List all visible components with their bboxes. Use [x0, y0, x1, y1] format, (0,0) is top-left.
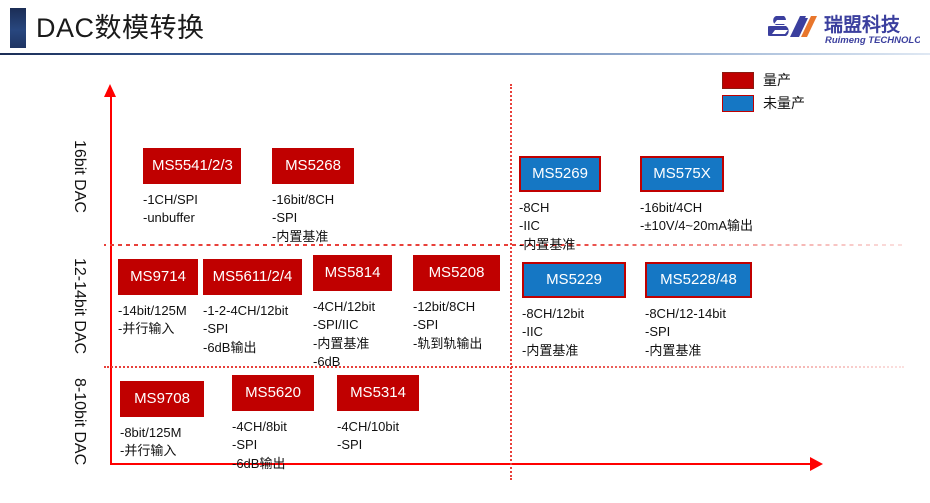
product-specs: -16bit/4CH -±10V/4~20mA输出	[640, 199, 753, 235]
logo-graphic: 瑞盟科技 Ruimeng TECHNOLOGY	[768, 13, 920, 46]
spec-line: -8CH	[519, 200, 550, 215]
product-specs: -8bit/125M -并行输入	[120, 424, 204, 460]
product-chip[interactable]: MS5611/2/4	[203, 259, 302, 295]
product-card-ms5229[interactable]: MS5229 -8CH/12bit -IIC -内置基准	[522, 262, 626, 360]
company-logo: 瑞盟科技 Ruimeng TECHNOLOGY	[768, 7, 920, 47]
spec-line: -4CH/12bit	[313, 299, 376, 314]
spec-line: -SPI/IIC	[313, 317, 359, 333]
product-specs: -14bit/125M -并行输入	[118, 302, 198, 338]
spec-line: -8bit/125M	[120, 425, 182, 440]
product-card-ms5541[interactable]: MS5541/2/3 -1CH/SPI -unbuffer	[143, 148, 241, 228]
product-card-ms5814[interactable]: MS5814 -4CH/12bit -SPI/IIC -内置基准 -6dB	[313, 255, 392, 371]
product-card-ms5611[interactable]: MS5611/2/4 -1-2-4CH/12bit -SPI -6dB输出	[203, 259, 302, 357]
product-chip[interactable]: MS5268	[272, 148, 354, 184]
product-chip[interactable]: MS9714	[118, 259, 198, 295]
spec-line: -12bit/8CH	[413, 299, 476, 314]
svg-text:Ruimeng TECHNOLOGY: Ruimeng TECHNOLOGY	[825, 35, 920, 46]
spec-line: -6dB	[313, 353, 341, 369]
legend: 量产 未量产	[722, 70, 842, 116]
spec-line: -8CH/12bit	[522, 306, 585, 321]
spec-line: -14bit/125M	[118, 303, 187, 318]
legend-swatch-blue	[722, 94, 754, 112]
spec-line: -1CH/SPI	[143, 192, 198, 207]
product-specs: -8CH/12bit -IIC -内置基准	[522, 305, 626, 359]
spec-line: -轨到轨输出	[413, 335, 483, 351]
product-card-ms5269[interactable]: MS5269 -8CH -IIC -内置基准	[519, 156, 601, 254]
svg-text:瑞盟科技: 瑞盟科技	[824, 13, 901, 36]
legend-label-mass-production: 量产	[763, 72, 791, 88]
product-specs: -1-2-4CH/12bit -SPI -6dB输出	[203, 302, 302, 356]
product-card-ms9708[interactable]: MS9708 -8bit/125M -并行输入	[120, 381, 204, 461]
spec-line: -内置基准	[522, 342, 579, 358]
spec-line: -4CH/10bit	[337, 419, 400, 434]
row-divider-2	[104, 366, 904, 368]
legend-item-not-mass-production: 未量产	[722, 93, 842, 113]
column-divider	[510, 84, 512, 480]
y-axis-line	[110, 95, 112, 465]
y-axis-arrow-icon	[104, 84, 116, 97]
product-chip[interactable]: MS5541/2/3	[143, 148, 241, 184]
spec-line: -1-2-4CH/12bit	[203, 303, 289, 318]
spec-line: -8CH/12-14bit	[645, 306, 726, 321]
row-label-8-10bit: 8-10bit DAC	[71, 378, 88, 466]
spec-line: -IIC	[522, 324, 543, 340]
product-card-ms5228[interactable]: MS5228/48 -8CH/12-14bit -SPI -内置基准	[645, 262, 752, 360]
product-chip[interactable]: MS5814	[313, 255, 392, 291]
spec-line: -unbuffer	[143, 210, 195, 226]
product-chip[interactable]: MS575X	[640, 156, 724, 192]
spec-line: -6dB输出	[232, 455, 286, 471]
product-card-ms5620[interactable]: MS5620 -4CH/8bit -SPI -6dB输出	[232, 375, 314, 473]
product-card-ms575x[interactable]: MS575X -16bit/4CH -±10V/4~20mA输出	[640, 156, 753, 236]
spec-line: -内置基准	[519, 236, 576, 252]
product-card-ms5208[interactable]: MS5208 -12bit/8CH -SPI -轨到轨输出	[413, 255, 500, 353]
spec-line: -内置基准	[313, 335, 370, 351]
product-specs: -12bit/8CH -SPI -轨到轨输出	[413, 298, 500, 352]
header-accent-bar	[10, 8, 26, 48]
product-specs: -8CH/12-14bit -SPI -内置基准	[645, 305, 752, 359]
product-chip[interactable]: MS5314	[337, 375, 419, 411]
spec-line: -4CH/8bit	[232, 419, 287, 434]
product-chip[interactable]: MS5620	[232, 375, 314, 411]
spec-line: -内置基准	[645, 342, 702, 358]
product-specs: -4CH/12bit -SPI/IIC -内置基准 -6dB	[313, 298, 392, 370]
product-card-ms9714[interactable]: MS9714 -14bit/125M -并行输入	[118, 259, 198, 339]
row-label-16bit: 16bit DAC	[71, 140, 88, 213]
product-chip[interactable]: MS5208	[413, 255, 500, 291]
product-specs: -4CH/10bit -SPI	[337, 418, 419, 454]
product-specs: -4CH/8bit -SPI -6dB输出	[232, 418, 314, 472]
spec-line: -SPI	[203, 321, 229, 337]
product-chip[interactable]: MS5229	[522, 262, 626, 298]
spec-line: -SPI	[645, 324, 671, 340]
product-chip[interactable]: MS5269	[519, 156, 601, 192]
header-divider	[0, 53, 930, 55]
product-specs: -16bit/8CH -SPI -内置基准	[272, 191, 354, 245]
spec-line: -并行输入	[118, 321, 175, 337]
spec-line: -SPI	[232, 437, 258, 453]
product-card-ms5268[interactable]: MS5268 -16bit/8CH -SPI -内置基准	[272, 148, 354, 246]
spec-line: -16bit/4CH	[640, 200, 703, 215]
product-chip[interactable]: MS9708	[120, 381, 204, 417]
spec-line: -SPI	[337, 437, 363, 453]
spec-line: -内置基准	[272, 228, 329, 244]
product-specs: -8CH -IIC -内置基准	[519, 199, 601, 253]
x-axis-arrow-icon	[810, 457, 823, 471]
spec-line: -SPI	[413, 317, 439, 333]
spec-line: -±10V/4~20mA输出	[640, 218, 753, 234]
row-divider-1	[104, 244, 904, 246]
spec-line: -6dB输出	[203, 339, 257, 355]
x-axis-line	[110, 463, 812, 465]
legend-label-not-mass-production: 未量产	[763, 95, 805, 111]
product-chip[interactable]: MS5228/48	[645, 262, 752, 298]
product-specs: -1CH/SPI -unbuffer	[143, 191, 241, 227]
legend-item-mass-production: 量产	[722, 70, 842, 90]
row-label-12-14bit: 12-14bit DAC	[71, 258, 88, 355]
spec-line: -并行输入	[120, 443, 177, 459]
spec-line: -16bit/8CH	[272, 192, 335, 207]
legend-swatch-red	[722, 71, 754, 89]
page-title: DAC数模转换	[36, 13, 205, 43]
product-card-ms5314[interactable]: MS5314 -4CH/10bit -SPI	[337, 375, 419, 455]
spec-line: -IIC	[519, 218, 540, 234]
spec-line: -SPI	[272, 210, 298, 226]
